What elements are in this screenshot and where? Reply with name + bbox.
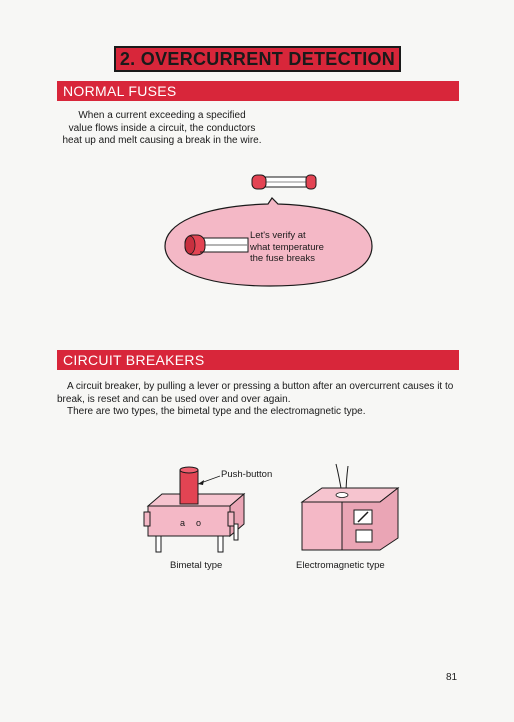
bubble-line: the fuse breaks <box>250 253 315 264</box>
push-button-icon <box>179 469 199 505</box>
fuse-illustration <box>164 174 373 287</box>
bubble-text: Let's verify at what temperature the fus… <box>250 230 324 265</box>
fuse-large-icon <box>184 234 249 256</box>
normal-fuses-paragraph: When a current exceeding a specified val… <box>57 110 267 148</box>
normal-fuses-line: heat up and melt causing a break in the … <box>62 135 262 146</box>
normal-fuses-line: When a current exceeding a specified <box>78 110 246 121</box>
electromagnetic-breaker-illustration <box>300 463 400 551</box>
push-button-label: Push-button <box>221 469 273 480</box>
page-number: 81 <box>446 672 458 683</box>
normal-fuses-line: value flows inside a circuit, the conduc… <box>68 122 256 134</box>
fuse-small-icon <box>251 174 317 190</box>
bubble-line: what temperature <box>250 241 324 253</box>
svg-text:a: a <box>180 518 185 528</box>
bubble-line: Let's verify at <box>250 230 306 241</box>
bimetal-type-label: Bimetal type <box>170 560 223 571</box>
page-title: 2. OVERCURRENT DETECTION <box>114 46 401 72</box>
circuit-breakers-line: There are two types, the bimetal type an… <box>67 406 366 417</box>
circuit-breakers-paragraph: A circuit breaker, by pulling a lever or… <box>57 381 467 419</box>
circuit-breakers-line: A circuit breaker, by pulling a lever or… <box>67 381 454 392</box>
speech-bubble <box>164 197 373 287</box>
section-heading-normal-fuses: NORMAL FUSES <box>57 81 459 101</box>
section-heading-circuit-breakers: CIRCUIT BREAKERS <box>57 350 459 370</box>
svg-text:o: o <box>196 518 201 528</box>
circuit-breakers-line: break, is reset and can be used over and… <box>57 393 291 405</box>
electromagnetic-type-label: Electromagnetic type <box>296 560 385 571</box>
bimetal-breaker-illustration: a o <box>143 466 246 553</box>
